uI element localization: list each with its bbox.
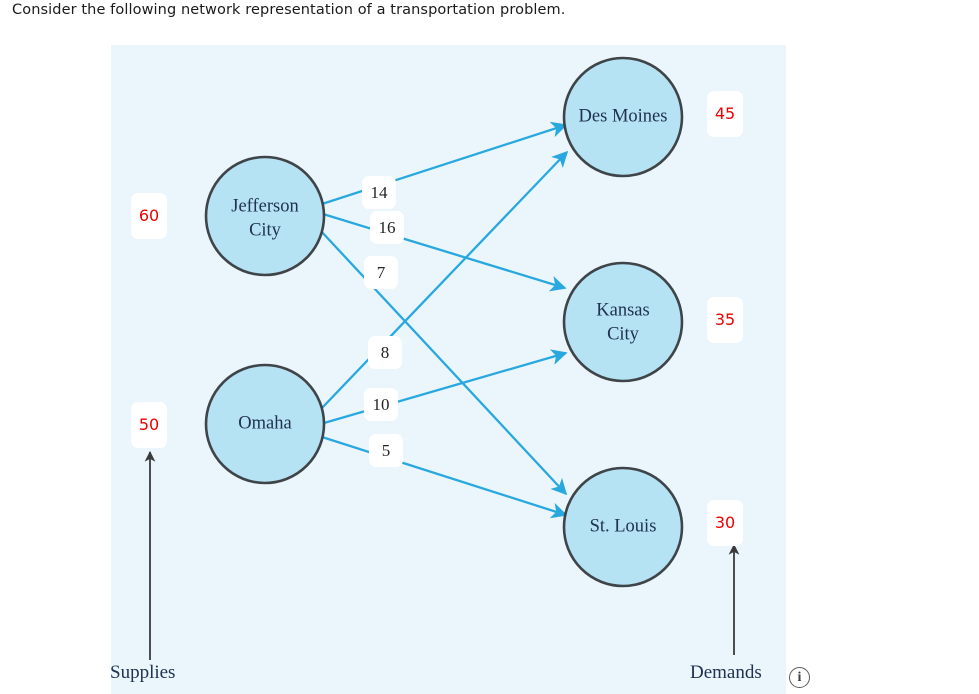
- demands-caption: Demands: [690, 662, 762, 683]
- node-label-jefferson-city-line2: City: [249, 220, 282, 240]
- arc-jefferson-city-to-st-louis: [319, 229, 568, 496]
- demand-value-kansas-city: 35: [707, 297, 743, 343]
- node-label-jefferson-city: Jefferson: [231, 196, 298, 216]
- arc-cost-omaha-des-moines: 8: [368, 336, 402, 369]
- arc-jefferson-city-to-kansas-city: [322, 212, 567, 292]
- node-label-st-louis: St. Louis: [590, 516, 657, 536]
- node-label-des-moines: Des Moines: [579, 106, 668, 126]
- node-label-omaha: Omaha: [238, 413, 291, 433]
- node-jefferson-city[interactable]: [204, 155, 326, 277]
- supply-value-jefferson-city: 60: [131, 193, 167, 239]
- node-des-moines[interactable]: [562, 56, 684, 178]
- demand-value-st-louis: 30: [707, 500, 743, 546]
- arc-omaha-to-des-moines: [320, 150, 569, 410]
- arc-cost-jefferson-city-des-moines: 14: [362, 176, 396, 209]
- arc-omaha-to-st-louis: [321, 435, 568, 519]
- arc-cost-omaha-kansas-city: 10: [364, 388, 398, 421]
- node-kansas-city[interactable]: [562, 261, 684, 383]
- prompt-text: Consider the following network represent…: [12, 2, 566, 18]
- demand-value-des-moines: 45: [707, 91, 743, 137]
- node-st-louis[interactable]: [562, 466, 684, 588]
- node-omaha[interactable]: [204, 363, 326, 485]
- node-label-kansas-city-line2: City: [607, 324, 640, 344]
- supply-value-omaha: 50: [131, 402, 167, 448]
- arc-cost-jefferson-city-st-louis: 7: [364, 256, 398, 289]
- arc-cost-jefferson-city-kansas-city: 16: [370, 211, 404, 244]
- node-label-kansas-city: Kansas: [596, 300, 649, 320]
- supplies-caption: Supplies: [110, 662, 176, 683]
- info-icon[interactable]: i: [789, 667, 810, 688]
- arc-cost-omaha-st-louis: 5: [369, 434, 403, 467]
